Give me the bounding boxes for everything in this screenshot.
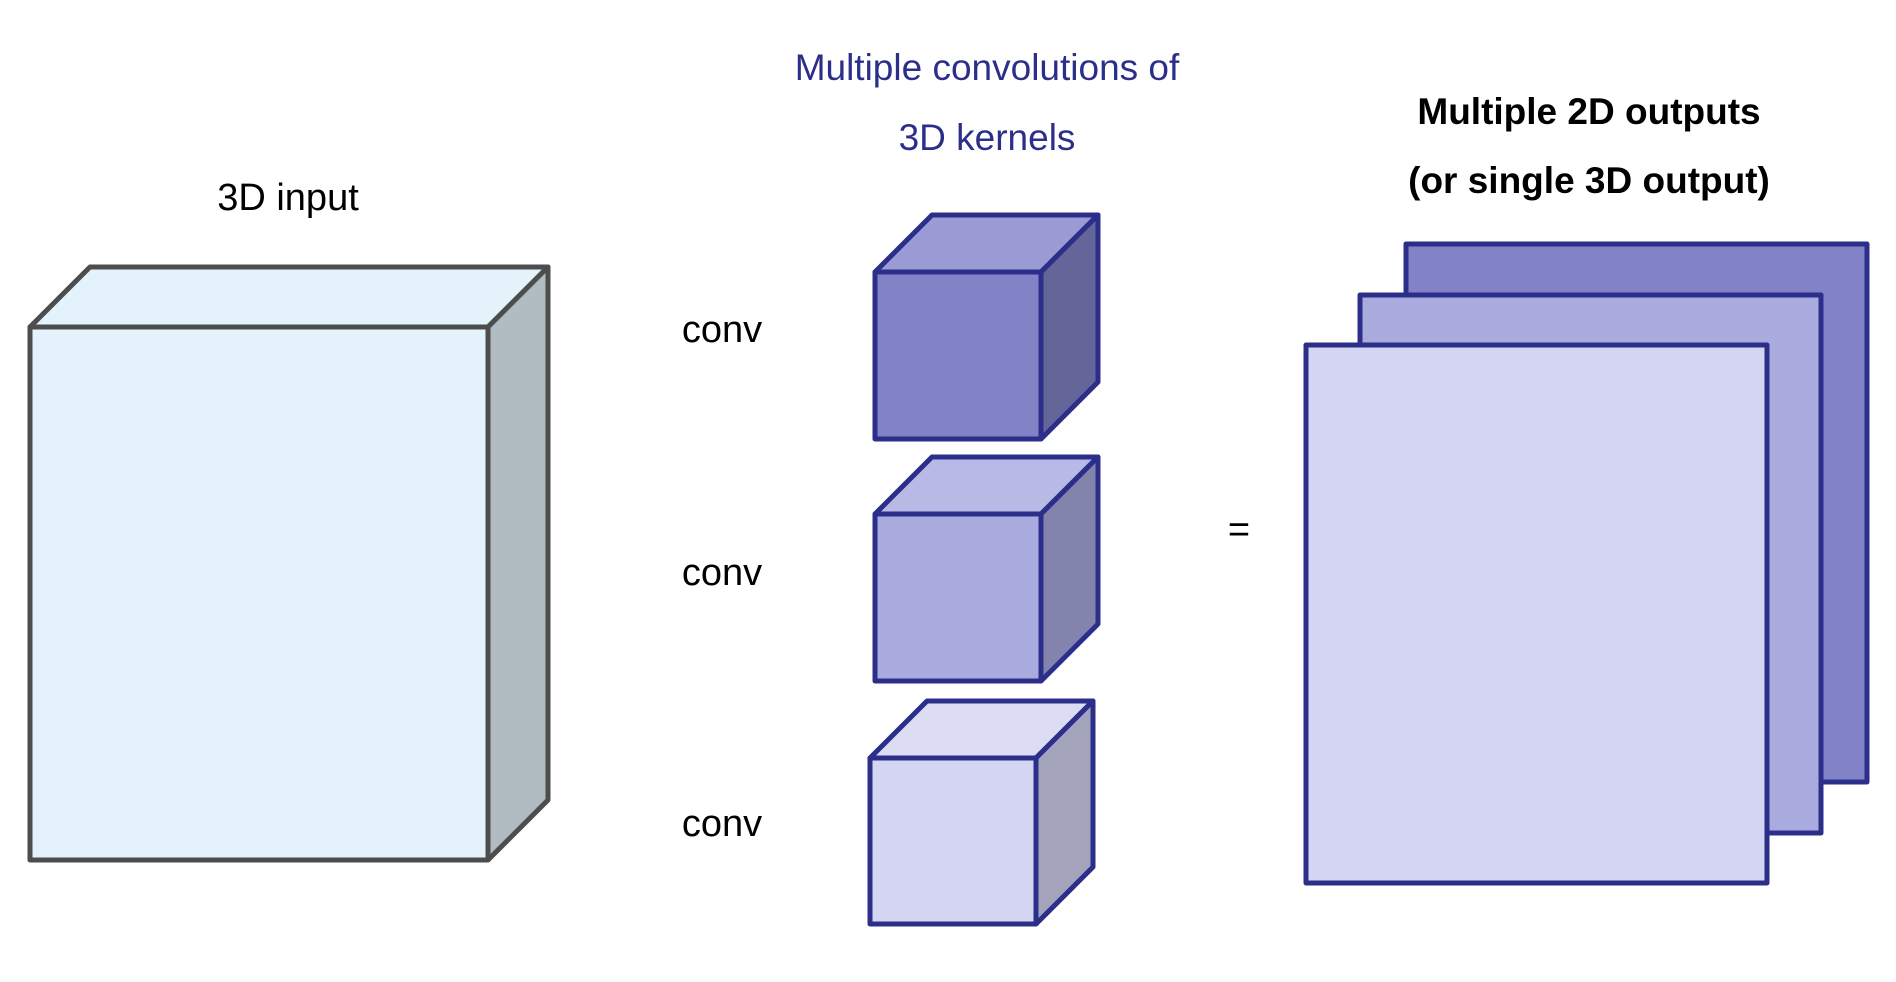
kernel-cube-2-front-face: [872, 511, 1044, 684]
kernel-label-3: conv: [682, 803, 762, 845]
kernel-cube-3-front-face: [867, 755, 1039, 927]
outputs-title-line-2: (or single 3D output): [1408, 160, 1770, 201]
kernel-cube-1-front-face: [872, 269, 1044, 442]
kernel-label-2: conv: [682, 552, 762, 594]
input-block-side-face: [485, 264, 551, 863]
kernel-cube-1: [872, 212, 1101, 442]
input-block: [27, 264, 551, 863]
input-title: 3D input: [217, 177, 359, 219]
kernels-title-line-2: 3D kernels: [899, 117, 1076, 158]
kernel-label-1: conv: [682, 309, 762, 351]
outputs-title-line-1: Multiple 2D outputs: [1417, 91, 1760, 132]
kernel-cube-3: [867, 698, 1096, 927]
input-block-front-face: [27, 324, 491, 863]
output-layer-front: [1303, 342, 1770, 886]
input-block-top-face: [27, 264, 551, 330]
kernels-title-line-1: Multiple convolutions of: [795, 47, 1180, 88]
equals-sign: =: [1228, 509, 1250, 551]
kernel-cube-2: [872, 454, 1101, 684]
